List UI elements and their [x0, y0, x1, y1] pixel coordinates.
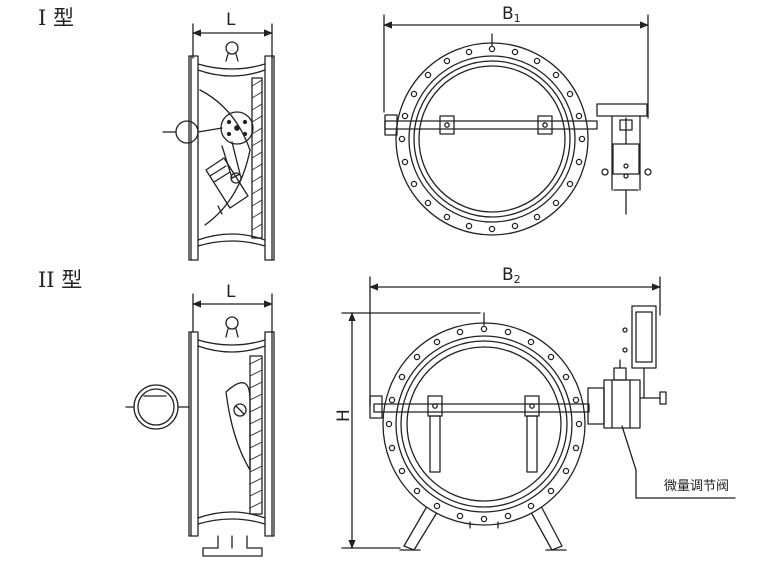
- type1-dim-L-label: L: [226, 10, 236, 30]
- type2-bore-inner: [400, 340, 568, 508]
- dim-B2-base: B: [502, 265, 514, 285]
- type2-base-stand: [202, 535, 263, 557]
- type2-pressure-gauge: [133, 384, 179, 430]
- type1-dim-B1-label: B1: [502, 4, 521, 25]
- callout-label: 微量调节阀: [664, 479, 730, 494]
- type1-disc: [251, 77, 263, 239]
- type1-shaft: [384, 120, 598, 130]
- type2-left-leg: [403, 507, 437, 551]
- type2-side-view: [125, 293, 275, 557]
- type2-dim-L-label: L: [226, 282, 236, 302]
- type2-side-actuator: [587, 305, 667, 429]
- type2-flange-outer: [382, 322, 586, 526]
- type1-front-view: [383, 14, 652, 236]
- type1-left-flange: [188, 55, 199, 261]
- type1-lifting-eye: [225, 41, 239, 55]
- type2-right-flange: [264, 331, 275, 537]
- type1-pressure-gauge: [175, 120, 199, 144]
- type2-right-leg: [531, 507, 563, 551]
- type2-bolt-holes: [385, 325, 583, 523]
- dim-B1-base: B: [502, 4, 514, 24]
- type1-right-flange: [264, 55, 275, 261]
- type1-label: I 型: [38, 6, 74, 30]
- type1-bolt-holes: [398, 45, 586, 233]
- type2-label: II 型: [38, 268, 83, 292]
- type2-lifting-eye: [225, 316, 239, 330]
- type1-cam-disk: [220, 111, 254, 145]
- type1-side-actuator: [596, 103, 648, 117]
- callout-leader: [621, 425, 736, 499]
- type1-flange-outer: [395, 42, 589, 236]
- type2-dim-B2-label: B2: [502, 265, 521, 286]
- type1-actuator-cylinder: [205, 157, 249, 209]
- type1-side-view: [162, 23, 275, 261]
- type1-bore-inner: [413, 60, 571, 218]
- type2-front-view: [341, 276, 736, 551]
- dim-B2-sub: 2: [513, 273, 521, 286]
- type2-dim-H-label: H: [334, 409, 354, 422]
- dim-B1-sub: 1: [513, 12, 521, 25]
- type2-shaft: [373, 403, 590, 413]
- type2-left-flange: [188, 331, 199, 537]
